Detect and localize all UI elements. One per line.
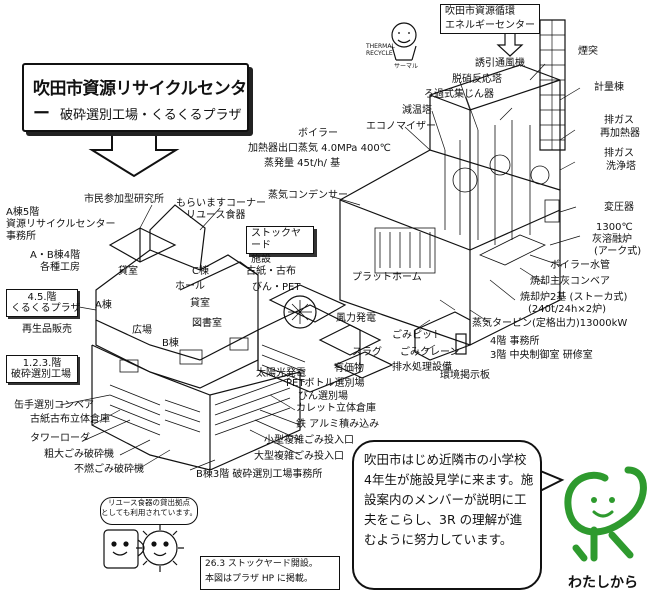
label-bag-filter: ろ過式集じん器 xyxy=(424,89,494,100)
label-melting-1: 1300℃ xyxy=(596,222,633,233)
label-hall: ホール xyxy=(175,281,205,292)
label-b3-office: B棟3階 破砕選別工場事務所 xyxy=(196,469,323,480)
label-control3: 3階 中央制御室 研修室 xyxy=(490,350,593,361)
watashikara-logo-icon xyxy=(564,466,647,562)
mascot-caption: THERMAL RECYCLE xyxy=(366,43,395,57)
label-bin-pet: びん・PET xyxy=(252,282,301,293)
label-slag: スラグ xyxy=(352,347,382,358)
label-yuka: 有価物 xyxy=(334,363,364,374)
label-bin-sorting: びん選別場 xyxy=(298,391,348,402)
label-denitration: 脱硝反応塔 xyxy=(452,74,502,85)
mascot-name: サーマル xyxy=(394,63,419,70)
label-display: 環境掲示板 xyxy=(440,370,490,381)
label-a-tou: A棟 xyxy=(95,300,112,311)
title-box: 吹田市資源リサイクルセンター 破砕選別工場・くるくるプラザ xyxy=(22,63,249,132)
thermal-mascot-icon xyxy=(391,22,417,48)
label-library: 図書室 xyxy=(192,318,222,329)
label-crane: ごみクレーン xyxy=(400,347,460,358)
label-reheater-2: 再加熱器 xyxy=(600,128,640,139)
floor-45-box: 4.5.階 くるくるプラザ xyxy=(6,289,81,317)
label-center-office-2: 事務所 xyxy=(6,231,36,242)
label-boiler-spec1: 加熱器出口蒸気 4.0MPa 400℃ xyxy=(248,143,391,154)
label-kashishitsu2: 貸室 xyxy=(190,298,210,309)
label-ab4-1: A・B棟4階 xyxy=(30,250,81,261)
label-scrubber-2: 洗浄塔 xyxy=(606,161,636,172)
label-boiler-tube: ボイラー水管 xyxy=(550,260,610,271)
label-melting-3: (アーク式) xyxy=(594,246,642,257)
label-wind: 風力発電 xyxy=(336,313,376,324)
label-reheater-1: 排ガス xyxy=(604,115,634,126)
reuse-note-line2: としても利用されています。 xyxy=(101,508,197,517)
label-furnace-1: 焼却炉2基 (ストーカ式) xyxy=(520,292,628,303)
floor-123-box: 1.2.3.階 破砕選別工場 xyxy=(6,355,78,383)
label-kanyou: 缶手選別コンベア xyxy=(14,400,94,411)
label-c-tou: C棟 xyxy=(192,266,209,277)
label-center-office-1: 資源リサイクルセンター xyxy=(6,219,116,230)
label-b-tou: B棟 xyxy=(162,338,179,349)
label-ab4-2: 各種工房 xyxy=(40,262,80,273)
energy-center-line2: エネルギーセンター xyxy=(445,20,535,31)
label-cullet: カレット立体倉庫 xyxy=(296,403,376,414)
label-boiler: ボイラー xyxy=(298,128,338,139)
reuse-note-line1: リユース食器の貸出拠点 xyxy=(107,498,191,507)
label-pet-storage: PETボトル選別場 xyxy=(286,378,365,389)
label-ash-conveyor: 焼却主灰コンベア xyxy=(530,276,610,287)
stockyard-line2: 施設 xyxy=(251,254,271,265)
label-condenser: 蒸気コンデンサー xyxy=(268,190,348,201)
speech-bubble: 吹田市はじめ近隣市の小学校4年生が施設見学に来ます。施設案内のメンバーが説明に工… xyxy=(352,440,542,590)
label-melting-2: 灰溶融炉 xyxy=(592,234,632,245)
label-hiroba: 広場 xyxy=(132,325,152,336)
label-turbine: 蒸気タービン(定格出力)13000kW xyxy=(472,318,628,329)
bubble-text: 吹田市はじめ近隣市の小学校4年生が施設見学に来ます。施設案内のメンバーが説明に工… xyxy=(364,452,534,547)
label-saisei: 再生品販売 xyxy=(22,324,72,335)
label-tower: タワーローダ xyxy=(30,433,90,444)
energy-center-box: 吹田市資源循環 エネルギーセンター xyxy=(440,4,540,34)
label-furnace-2: (240t/24h×2炉) xyxy=(528,304,606,315)
label-chimney: 煙突 xyxy=(578,46,598,57)
reuse-note: リユース食器の貸出拠点 としても利用されています。 xyxy=(100,497,198,525)
label-cooling: 減温塔 xyxy=(402,105,432,116)
label-large-in: 大型複雑ごみ投入口 xyxy=(254,451,344,462)
label-transformer: 変圧器 xyxy=(604,202,634,213)
floor-45-line1: 4.5.階 xyxy=(27,292,57,303)
notice-box: 26.3 ストックヤード開設。 本図はプラザ HP に掲載。 xyxy=(200,556,340,590)
logo-text: わたしから xyxy=(568,575,638,591)
label-solar: 太陽光発電 xyxy=(256,368,306,379)
label-kashishitsu: 貸室 xyxy=(118,266,138,277)
label-koshi-kofu: 古紙・古布 xyxy=(246,266,296,277)
label-small-in: 小型複雑ごみ投入口 xyxy=(264,435,354,446)
energy-center-line1: 吹田市資源循環 xyxy=(445,6,515,17)
label-sodai: 粗大ごみ破砕機 xyxy=(44,449,114,460)
label-research: 市民参加型研究所 xyxy=(84,194,164,205)
page-title: 吹田市資源リサイクルセンター xyxy=(33,79,247,124)
page-subtitle: 破砕選別工場・くるくるプラザ xyxy=(60,108,242,123)
down-arrow-icon xyxy=(88,128,180,178)
label-platform: プラットホーム xyxy=(352,272,422,283)
label-meter: 計量棟 xyxy=(594,82,624,93)
floor-45-line2: くるくるプラザ xyxy=(11,303,81,314)
label-economizer: エコノマイザー xyxy=(366,121,436,132)
label-drainage: 排水処理設備 xyxy=(392,362,452,373)
label-boiler-spec2: 蒸発量 45t/h/ 基 xyxy=(264,158,341,169)
label-iron-al: 鉄 アルミ積み込み xyxy=(296,419,380,430)
label-reuse: リユース食器 xyxy=(186,210,246,221)
stockyard-line1: ストックヤード xyxy=(251,228,301,251)
label-pit: ごみピット xyxy=(392,330,442,341)
label-office4: 4階 事務所 xyxy=(490,336,540,347)
notice-line2: 本図はプラザ HP に掲載。 xyxy=(205,574,313,584)
floor-123-line2: 破砕選別工場 xyxy=(11,369,71,380)
floor-123-line1: 1.2.3.階 xyxy=(22,358,62,369)
stockyard-box: ストックヤード 施設 xyxy=(246,226,314,265)
label-funen: 不燃ごみ破砕機 xyxy=(74,464,144,475)
label-a5: A棟5階 xyxy=(6,207,40,218)
label-koshi-soko: 古紙古布立体倉庫 xyxy=(30,414,110,425)
notice-line1: 26.3 ストックヤード開設。 xyxy=(205,559,318,569)
label-scrubber-1: 排ガス xyxy=(604,148,634,159)
label-moraimasu: もらいますコーナー xyxy=(176,198,266,209)
label-induced-fan: 誘引通風機 xyxy=(475,58,525,69)
